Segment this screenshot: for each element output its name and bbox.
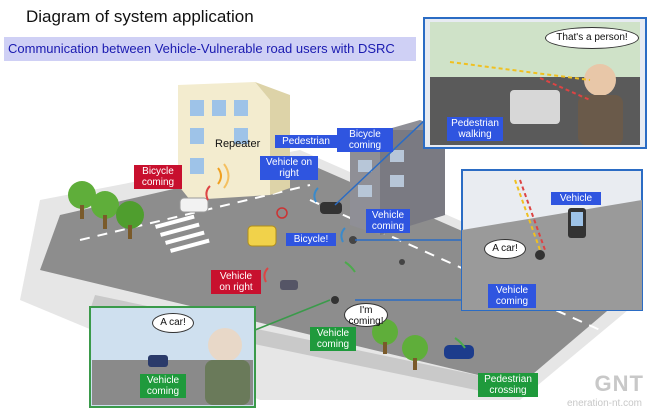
label-vehicle-device: Vehicle [551,192,601,205]
bubble-im-coming: I'm coming! [344,303,388,327]
motorbike [280,280,298,290]
bubble-a-car-right: A car! [484,239,526,259]
label-vehicle-coming-bottom: Vehicle coming [310,327,356,351]
watermark-site: eneration-nt.com [566,398,642,409]
bubble-thats-a-person: That's a person! [545,27,639,49]
yellow-car [247,225,277,247]
label-bicycle-coming-left: Bicycle coming [134,165,182,189]
label-vehicle-on-right-top: Vehicle on right [260,156,318,180]
dark-car [320,202,342,214]
signal-waves [205,163,466,349]
lane-marking [79,184,311,241]
label-vehicle-coming-mid: Vehicle coming [366,209,410,233]
page-title: Diagram of system application [26,7,254,26]
label-vehicle-on-right-bottom: Vehicle on right [211,270,261,294]
bubble-a-car-left: A car! [152,313,194,333]
pedestrian-figure [349,236,357,244]
label-pedestrian-walking: Pedestrian walking [447,117,503,141]
label-bicycle-alert: Bicycle! [286,233,336,246]
callout-lines [334,119,465,301]
label-pedestrian: Pedestrian [275,135,337,148]
white-car [179,197,209,213]
bicycle-figure [276,207,288,219]
label-repeater: Repeater [215,138,261,150]
page-subtitle: Communication between Vehicle-Vulnerable… [4,37,416,61]
pedestrian-figure [399,259,405,265]
label-vehicle-coming-right: Vehicle coming [488,284,536,308]
pedestrian-figure [331,296,339,304]
trees-left [68,181,144,239]
watermark-logo: GNT [594,371,644,396]
road [40,160,620,385]
label-bicycle-coming-top: Bicycle coming [337,128,393,152]
blue-car [444,345,474,359]
label-vehicle-coming-inset: Vehicle coming [140,374,186,398]
label-pedestrian-crossing: Pedestrian crossing [478,373,538,397]
crosswalk [155,214,210,253]
callout-lines-green [254,299,331,331]
